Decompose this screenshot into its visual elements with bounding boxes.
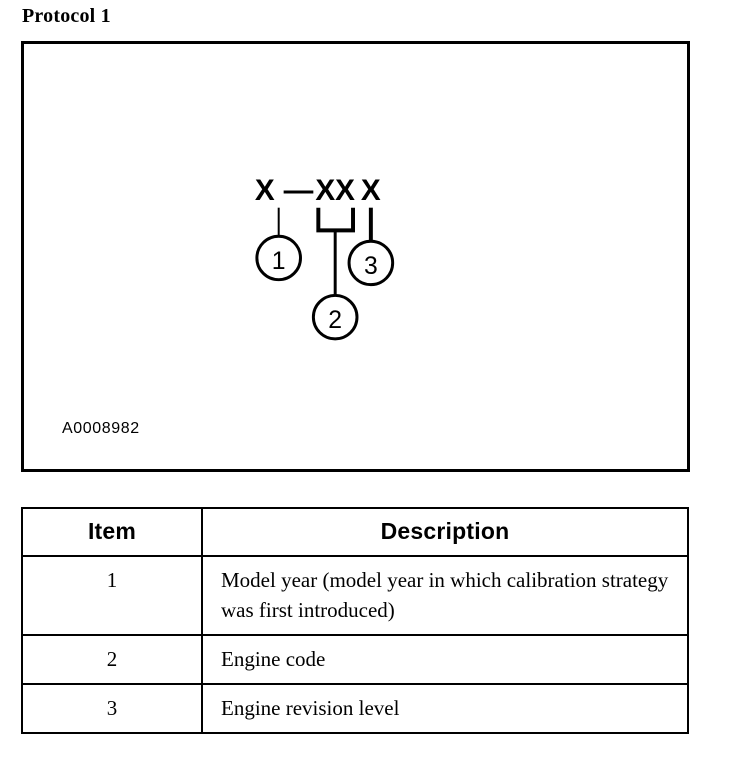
- callout-circle-1: [255, 234, 302, 282]
- figure-reference-code: A0008982: [62, 420, 140, 437]
- callout-circle-3: [347, 239, 395, 287]
- callout-circle-1-label: 1: [272, 248, 286, 275]
- table-cell-description: Engine code: [201, 634, 689, 685]
- table-row: 2 Engine code: [21, 634, 689, 685]
- table-header-description: Description: [201, 507, 689, 557]
- callout-circle-2: [311, 293, 359, 341]
- page-title: Protocol 1: [22, 5, 111, 27]
- callout-circle-3-label: 3: [364, 253, 378, 280]
- table-cell-item: 2: [21, 634, 203, 685]
- callout-chars-middle: XX: [315, 174, 355, 207]
- callout-circle-2-label: 2: [328, 307, 342, 334]
- callout-diagram: X — XX X 1 3 2: [255, 174, 395, 341]
- item-description-table: Item Description 1 Model year (model yea…: [21, 507, 689, 734]
- callout-char-1: X: [255, 174, 275, 207]
- table-cell-description: Model year (model year in which calibrat…: [201, 555, 689, 636]
- callout-char-3: X: [361, 174, 381, 207]
- table-cell-item: 1: [21, 555, 203, 636]
- callout-dash: —: [284, 174, 314, 207]
- table-row: 3 Engine revision level: [21, 683, 689, 734]
- table-row: 1 Model year (model year in which calibr…: [21, 555, 689, 636]
- bracket-2: [316, 207, 356, 233]
- table-header-item: Item: [21, 507, 203, 557]
- table-header-row: Item Description: [21, 507, 689, 557]
- figure-box: X — XX X 1 3 2 A0008982: [21, 41, 690, 472]
- table-cell-description: Engine revision level: [201, 683, 689, 734]
- table-cell-item: 3: [21, 683, 203, 734]
